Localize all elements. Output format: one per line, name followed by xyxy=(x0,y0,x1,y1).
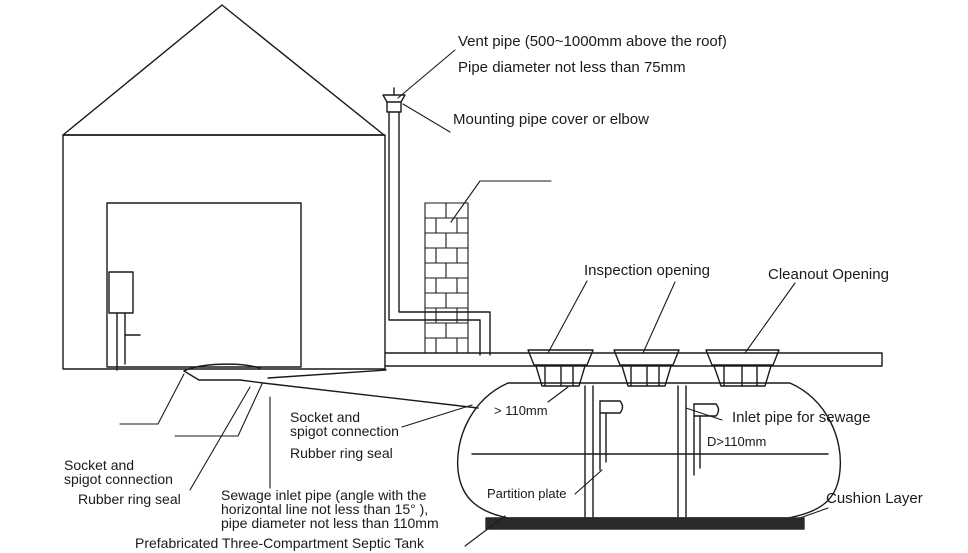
label-rubber-left: Rubber ring seal xyxy=(78,491,181,507)
label-socket-left-2: spigot connection xyxy=(64,471,173,487)
ground-slab xyxy=(384,352,883,367)
partition-plate-2 xyxy=(677,385,687,519)
leader-left-top xyxy=(119,373,185,425)
label-sewage-inlet-1: Sewage inlet pipe (angle with the xyxy=(221,487,427,503)
label-d-110: D>110mm xyxy=(707,434,767,449)
label-pipe-diameter: Pipe diameter not less than 75mm xyxy=(458,59,686,76)
label-cleanout-opening: Cleanout Opening xyxy=(768,266,889,283)
label-mounting-cover: Mounting pipe cover or elbow xyxy=(453,111,649,128)
inlet-pipe-2 xyxy=(693,403,720,417)
brick-column xyxy=(424,202,469,354)
label-socket-left-1: Socket and xyxy=(64,457,135,473)
leader-110 xyxy=(547,386,569,403)
leader-inlet-sewage xyxy=(685,407,723,421)
label-inlet-pipe-sewage: Inlet pipe for sewage xyxy=(732,409,871,426)
cover-3 xyxy=(705,349,780,387)
sewage-inlet-pipe xyxy=(183,363,479,409)
vent-pipe-outer xyxy=(388,111,481,356)
label-vent-pipe: Vent pipe (500~1000mm above the roof) xyxy=(458,33,727,50)
label-sewage-inlet-3: pipe diameter not less than 110mm xyxy=(221,515,439,531)
house xyxy=(62,4,386,371)
leader-tank xyxy=(464,515,506,547)
leader-socket-left xyxy=(189,386,251,491)
label-socket-right-2: spigot connection xyxy=(290,423,399,439)
leader-socket-right xyxy=(401,404,473,428)
inlet-pipe-1 xyxy=(599,400,624,414)
label-partition-plate: Partition plate xyxy=(487,486,567,501)
cover-2 xyxy=(613,349,680,387)
partition-plate-1 xyxy=(584,385,594,519)
house-wall xyxy=(62,134,386,370)
leader-partition xyxy=(574,469,603,495)
label-sewage-inlet-2: horizontal line not less than 15° ), xyxy=(221,501,429,517)
label-gt-110: > 110mm xyxy=(494,403,548,418)
leader-brick xyxy=(450,180,552,223)
label-rubber-right: Rubber ring seal xyxy=(290,445,393,461)
septic-tank xyxy=(456,382,842,530)
vent-cap xyxy=(382,94,406,103)
leader-vent xyxy=(397,49,456,99)
leader-left-mid xyxy=(174,383,263,437)
house-door xyxy=(106,202,302,368)
water-tank-box xyxy=(108,271,134,314)
house-roof xyxy=(62,4,385,136)
vent-pipe-inner xyxy=(398,111,491,356)
leader-cushion xyxy=(799,507,829,519)
label-septic-tank: Prefabricated Three-Compartment Septic T… xyxy=(135,535,424,551)
label-socket-right-1: Socket and xyxy=(290,409,361,425)
cover-1 xyxy=(527,349,594,387)
tank-covers xyxy=(527,349,780,387)
leader-inspection xyxy=(547,280,588,354)
label-cushion-layer: Cushion Layer xyxy=(826,490,923,507)
leader-lines xyxy=(119,49,829,547)
leader-cleanout xyxy=(744,282,796,354)
vent-pipe xyxy=(382,87,491,356)
cushion-layer-block xyxy=(485,517,805,530)
leader-inspection-2 xyxy=(642,281,676,354)
toilet-drain-pipe xyxy=(116,312,126,371)
ground xyxy=(384,352,883,367)
label-inspection-opening: Inspection opening xyxy=(584,262,710,279)
leader-mount xyxy=(402,103,451,133)
